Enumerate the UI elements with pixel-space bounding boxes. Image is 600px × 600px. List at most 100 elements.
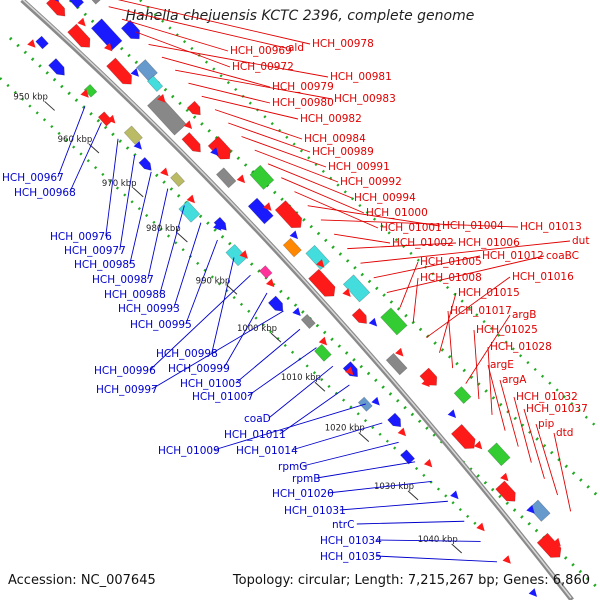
reverse-gene-callouts: HCH_00967HCH_00968HCH_00976HCH_00977HCH_…: [2, 106, 498, 563]
forward-gene-label[interactable]: HCH_01032: [516, 391, 578, 403]
forward-gene-label[interactable]: HCH_00979: [272, 81, 334, 93]
gene-feature: [207, 135, 231, 160]
strand-arrow: [450, 490, 459, 500]
gene-feature: [387, 412, 402, 428]
strand-arrow: [345, 366, 354, 376]
forward-gene-label[interactable]: HCH_01028: [490, 341, 552, 353]
forward-callout-line: [241, 136, 327, 168]
reverse-gene-label[interactable]: HCH_01014: [236, 445, 298, 457]
gene-feature: [419, 367, 438, 386]
reverse-gene-label[interactable]: HCH_01035: [320, 551, 382, 563]
reverse-gene-label[interactable]: HCH_00999: [168, 363, 230, 375]
forward-gene-label[interactable]: HCH_01015: [458, 287, 520, 299]
gene-feature: [450, 423, 476, 449]
reverse-callout-line: [147, 188, 169, 280]
gene-feature: [90, 18, 123, 51]
strand-arrow: [53, 63, 63, 73]
gene-feature: [380, 307, 408, 336]
reverse-gene-label[interactable]: HCH_01031: [284, 505, 346, 517]
reverse-gene-label[interactable]: HCH_00993: [118, 303, 180, 315]
strand-arrow: [263, 202, 272, 211]
gene-feature: [181, 132, 201, 153]
strand-arrow: [157, 94, 166, 103]
scale-tick-label: 970 kbp: [102, 179, 137, 189]
reverse-gene-label[interactable]: HCH_00988: [104, 289, 166, 301]
forward-gene-label[interactable]: argB: [512, 309, 536, 321]
strand-arrow: [526, 505, 535, 514]
gene-feature: [35, 35, 49, 50]
forward-gene-label[interactable]: argE: [490, 359, 514, 371]
forward-callout-line: [447, 310, 454, 369]
genome-backbone-highlight: [22, 0, 572, 599]
reverse-gene-label[interactable]: HCH_01011: [224, 429, 286, 441]
forward-gene-label[interactable]: HCH_00969: [230, 45, 292, 57]
reverse-gene-label[interactable]: HCH_01034: [320, 535, 382, 547]
gene-feature: [106, 57, 132, 85]
scale-tick-label: 980 kbp: [146, 224, 181, 234]
gene-feature: [186, 100, 201, 116]
reverse-gene-label[interactable]: HCH_00996: [94, 365, 156, 377]
forward-gene-label[interactable]: coaBC: [546, 250, 579, 262]
scale-tick: [270, 332, 282, 343]
reverse-gene-label[interactable]: HCH_00995: [130, 319, 192, 331]
forward-gene-label[interactable]: HCH_00992: [340, 176, 402, 188]
reverse-gene-label[interactable]: HCH_00967: [2, 172, 64, 184]
forward-gene-label[interactable]: HCH_00981: [330, 71, 392, 83]
gene-feature: [453, 386, 472, 404]
reverse-callout-line: [291, 422, 383, 451]
forward-gene-label[interactable]: HCH_01002: [392, 237, 454, 249]
forward-callout-line: [281, 177, 365, 214]
forward-gene-label[interactable]: HCH_01004: [442, 220, 504, 232]
reverse-gene-label[interactable]: HCH_00998: [156, 348, 218, 360]
reverse-gene-label[interactable]: HCH_00977: [64, 245, 126, 257]
forward-gene-label[interactable]: dut: [572, 235, 589, 247]
forward-gene-label[interactable]: HCH_01012: [482, 250, 544, 262]
reverse-gene-label[interactable]: rpmB: [292, 473, 320, 485]
reverse-gene-label[interactable]: HCH_00985: [74, 259, 136, 271]
forward-gene-label[interactable]: HCH_01025: [476, 324, 538, 336]
forward-gene-label[interactable]: HCH_01017: [450, 305, 512, 317]
reverse-callout-line: [235, 328, 301, 384]
reverse-callout-line: [105, 138, 119, 237]
reverse-gene-label[interactable]: HCH_00997: [96, 384, 158, 396]
reverse-gene-label[interactable]: HCH_00987: [92, 274, 154, 286]
reverse-gene-label[interactable]: HCH_01009: [158, 445, 220, 457]
forward-gene-label[interactable]: HCH_00980: [272, 97, 334, 109]
reverse-gene-label[interactable]: HCH_01020: [272, 488, 334, 500]
strand-arrow: [186, 194, 195, 204]
forward-gene-label[interactable]: HCH_01008: [420, 272, 482, 284]
strand-arrow: [133, 140, 142, 150]
gene-feature: [400, 449, 416, 465]
forward-gene-label[interactable]: HCH_01006: [458, 237, 520, 249]
strand-arrow: [371, 396, 380, 406]
forward-gene-label[interactable]: HCH_00989: [312, 146, 374, 158]
reverse-gene-label[interactable]: ntrC: [332, 519, 354, 531]
forward-gene-label[interactable]: HCH_00984: [304, 133, 366, 145]
reverse-gene-label[interactable]: coaD: [244, 413, 271, 425]
forward-gene-label[interactable]: argA: [502, 374, 527, 386]
forward-gene-label[interactable]: HCH_01037: [526, 403, 588, 415]
forward-gene-label[interactable]: HCH_00972: [232, 61, 294, 73]
reverse-callout-line: [119, 155, 136, 251]
forward-gene-label[interactable]: HCH_01005: [420, 256, 482, 268]
forward-gene-label[interactable]: HCH_01001: [380, 222, 442, 234]
forward-gene-label[interactable]: HCH_00978: [312, 38, 374, 50]
forward-gene-label[interactable]: HCH_00983: [334, 93, 396, 105]
reverse-gene-label[interactable]: rpmG: [278, 461, 307, 473]
forward-gene-label[interactable]: pip: [538, 418, 555, 430]
forward-gene-label[interactable]: HCH_01013: [520, 221, 582, 233]
forward-gene-label[interactable]: HCH_00982: [300, 113, 362, 125]
forward-gene-label[interactable]: HCH_01000: [366, 207, 428, 219]
forward-gene-label[interactable]: HCH_00991: [328, 161, 390, 173]
reverse-callout-line: [211, 257, 235, 354]
reverse-gene-label[interactable]: HCH_01003: [180, 378, 242, 390]
forward-gene-label[interactable]: HCH_01016: [512, 271, 574, 283]
forward-gene-label[interactable]: dtd: [556, 427, 573, 439]
forward-gene-label[interactable]: ald: [288, 42, 304, 54]
forward-gene-label[interactable]: HCH_00994: [354, 192, 416, 204]
reverse-gene-label[interactable]: HCH_01007: [192, 391, 254, 403]
strand-arrow: [213, 222, 222, 231]
reverse-callout-line: [302, 441, 399, 467]
reverse-gene-label[interactable]: HCH_00968: [14, 187, 76, 199]
reverse-gene-label[interactable]: HCH_00976: [50, 231, 112, 243]
